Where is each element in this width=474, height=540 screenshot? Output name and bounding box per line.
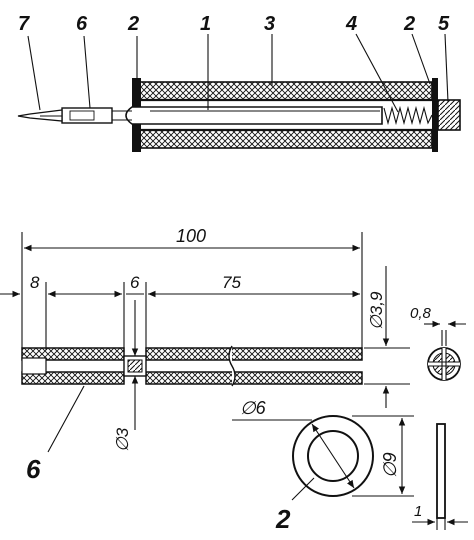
washer-view: ∅6 ∅9 1 2 xyxy=(232,398,468,534)
callout-needle: 7 xyxy=(18,13,30,35)
assembly-view: 7 6 2 1 3 4 2 5 xyxy=(17,13,461,152)
dim-washer-thickness: 1 xyxy=(414,503,422,520)
dim-overall-length: 100 xyxy=(176,226,206,246)
dim-segment-8: 8 xyxy=(30,273,40,292)
washer-side-view xyxy=(436,423,446,519)
rod-part-label: 6 xyxy=(26,454,41,484)
dim-washer-inner: ∅6 xyxy=(240,398,267,418)
end-plug xyxy=(437,99,461,131)
probe-sleeve xyxy=(61,107,113,124)
callout-spring: 4 xyxy=(345,13,357,35)
rod-end-view xyxy=(427,347,461,381)
callout-probe-sleeve: 6 xyxy=(76,13,88,35)
rod-break-mark xyxy=(228,345,236,387)
callout-washer-right: 2 xyxy=(403,13,415,35)
callout-plug: 5 xyxy=(438,13,450,35)
inner-rod xyxy=(125,106,383,125)
sleeve-top-wall xyxy=(139,81,433,101)
dim-bore-diameter: ∅3 xyxy=(113,427,132,452)
assembly-callouts: 7 6 2 1 3 4 2 5 xyxy=(18,13,450,35)
rod-view: 100 8 6 75 ∅3 ∅3,9 xyxy=(0,226,466,484)
callout-sleeve: 3 xyxy=(264,13,275,35)
washer-part-label: 2 xyxy=(275,504,291,534)
callout-washer-left: 2 xyxy=(127,13,139,35)
spring xyxy=(383,105,433,126)
rod-slot xyxy=(21,357,47,375)
sleeve-bottom-wall xyxy=(139,129,433,149)
dim-segment-6: 6 xyxy=(130,273,140,292)
end-washer-right xyxy=(432,78,438,152)
dim-slot-width: 0,8 xyxy=(410,305,432,322)
dim-outer-diameter: ∅3,9 xyxy=(367,291,386,330)
dim-segment-75: 75 xyxy=(222,273,241,292)
assembly-leaders xyxy=(27,33,449,113)
dim-washer-outer: ∅9 xyxy=(380,452,400,478)
callout-inner-rod: 1 xyxy=(200,13,211,35)
